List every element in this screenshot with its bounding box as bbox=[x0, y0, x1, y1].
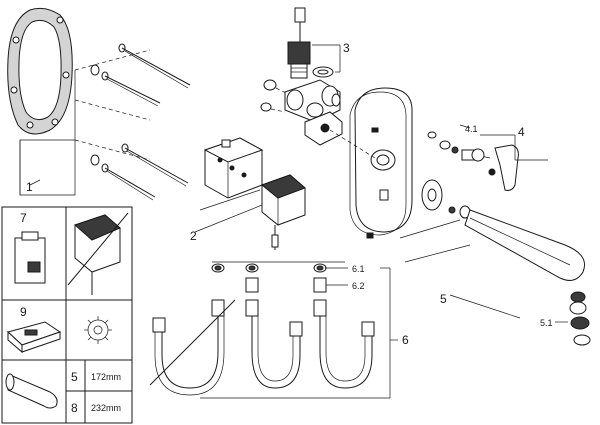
wall-block bbox=[19, 49, 151, 196]
fitting-nut-icon bbox=[245, 263, 259, 273]
hose-icon bbox=[313, 299, 375, 389]
callout-line-2 bbox=[199, 189, 261, 211]
callout-4-1: 4.1 bbox=[465, 124, 478, 134]
callout-line-1 bbox=[29, 179, 41, 186]
aerator-part bbox=[569, 291, 591, 346]
battery-icon bbox=[14, 231, 46, 284]
callout-line-5 bbox=[399, 219, 461, 239]
size-row-value: 172mm bbox=[91, 372, 121, 382]
callout-3: 3 bbox=[343, 41, 350, 55]
mounting-frame-icon bbox=[7, 7, 73, 135]
remote-control-icon bbox=[6, 321, 62, 354]
legend-cell-9: 9 bbox=[20, 305, 27, 319]
screw-icon bbox=[90, 143, 189, 187]
callout-line-2b bbox=[194, 204, 263, 233]
size-row-value: 232mm bbox=[91, 403, 121, 413]
spout-icon bbox=[464, 209, 585, 281]
accessory-table: 7 9 bbox=[1, 206, 133, 424]
wall-plate-screw bbox=[366, 232, 374, 239]
hose-icon bbox=[149, 299, 236, 396]
callout-1: 1 bbox=[26, 180, 33, 194]
callout-line-5b bbox=[404, 244, 471, 263]
callout-5: 5 bbox=[440, 292, 447, 306]
callout-2: 2 bbox=[190, 229, 197, 243]
screw-icon bbox=[90, 43, 191, 89]
callout-6-2: 6.2 bbox=[352, 281, 365, 291]
fitting-nut-icon bbox=[313, 263, 327, 273]
fittings-row-2 bbox=[245, 277, 327, 293]
screw-icon bbox=[101, 71, 161, 107]
spout-icon bbox=[5, 373, 58, 409]
screw-icon bbox=[101, 163, 156, 201]
screw-set bbox=[90, 43, 191, 201]
handle-icon bbox=[427, 131, 519, 191]
callout-5-1: 5.1 bbox=[540, 318, 553, 328]
mixing-valve-icon bbox=[260, 79, 343, 146]
gear-icon bbox=[84, 316, 112, 344]
fittings-row-1 bbox=[211, 263, 327, 273]
callout-6-1: 6.1 bbox=[352, 264, 365, 274]
hose-icon bbox=[245, 299, 303, 389]
size-row-num: 5 bbox=[71, 370, 78, 384]
callout-6: 6 bbox=[402, 333, 409, 347]
size-row-num: 8 bbox=[71, 401, 78, 415]
wall-plate-icon bbox=[329, 87, 413, 236]
fitting-nut-icon bbox=[211, 263, 225, 273]
power-supply-icon bbox=[203, 137, 264, 199]
solenoid-valve-icon bbox=[260, 174, 306, 250]
callout-line-5c bbox=[449, 294, 521, 319]
spout-flange bbox=[421, 179, 471, 219]
callout-4: 4 bbox=[518, 125, 525, 139]
legend-cell-7: 7 bbox=[20, 211, 27, 225]
callout-line-41 bbox=[459, 124, 471, 129]
connector-part bbox=[287, 7, 334, 79]
crossed-out-valve-icon bbox=[67, 212, 129, 295]
